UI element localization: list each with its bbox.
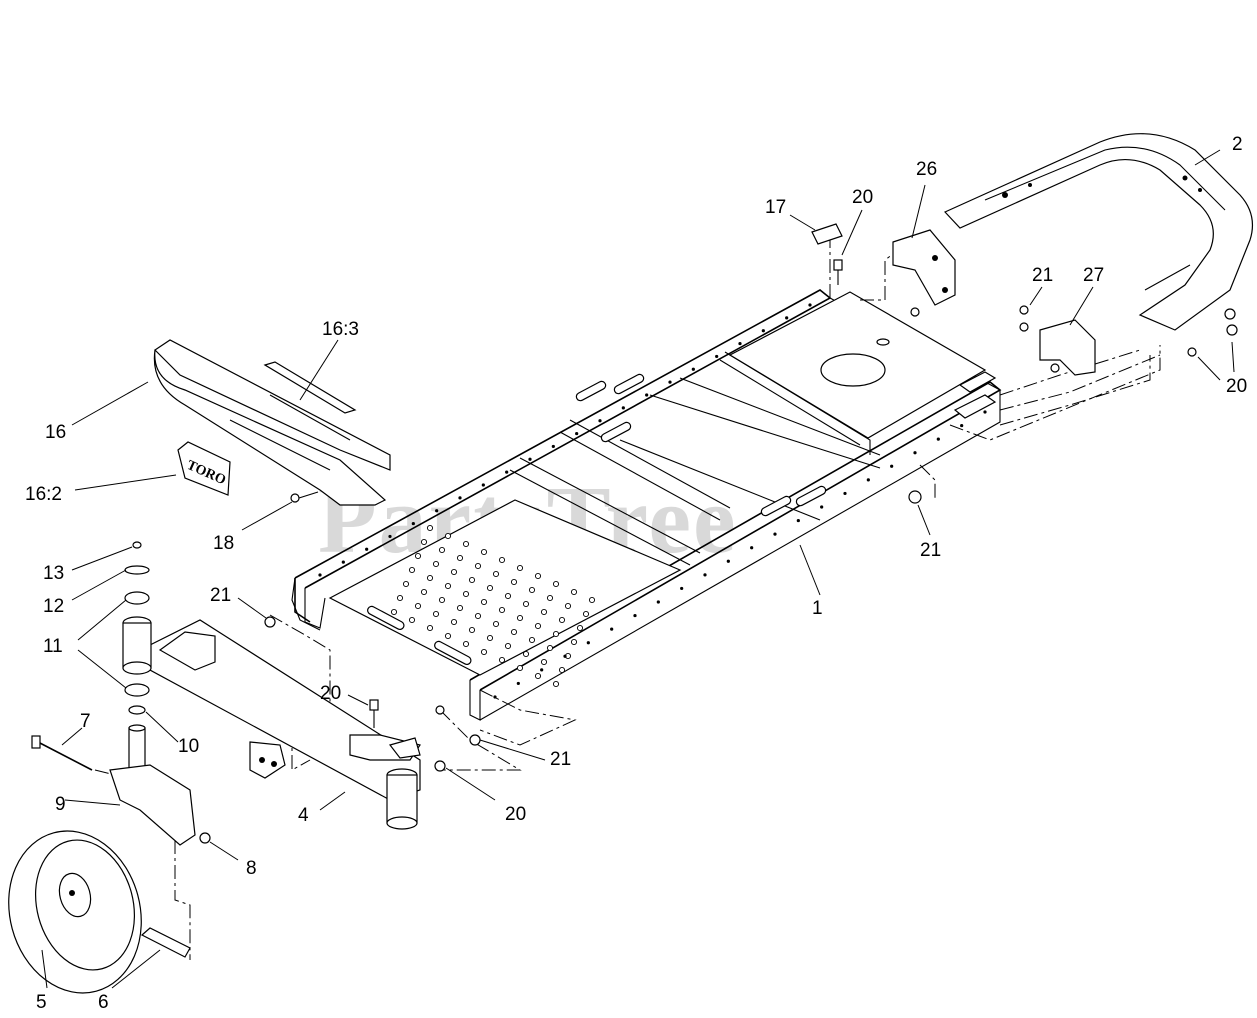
callout-2: 2 xyxy=(1232,134,1243,155)
callout-16-3: 16:3 xyxy=(322,319,359,340)
bolts-20-right xyxy=(1187,308,1238,357)
nut-21-right xyxy=(908,490,922,504)
callout-12: 12 xyxy=(43,596,64,617)
callout-11: 11 xyxy=(43,636,63,657)
bolt-20-mid xyxy=(369,699,379,728)
decal-16-3 xyxy=(263,361,357,414)
callout-8: 8 xyxy=(246,858,257,879)
callout-10: 10 xyxy=(178,736,199,757)
callout-26: 26 xyxy=(916,159,937,180)
main-frame xyxy=(291,289,1002,721)
callout-16-2: 16:2 xyxy=(25,484,62,505)
callout-1: 1 xyxy=(812,598,823,619)
bolt-18 xyxy=(290,491,319,503)
callout-20-low: 20 xyxy=(505,804,526,825)
cover-16 xyxy=(153,339,391,506)
callout-9: 9 xyxy=(55,794,66,815)
callout-18: 18 xyxy=(213,533,234,554)
callout-13: 13 xyxy=(43,563,64,584)
rear-frame-part xyxy=(943,133,1253,331)
nut-21-front xyxy=(264,616,276,628)
nut-8 xyxy=(199,832,211,844)
callout-labels: 2 17 20 26 21 27 20 16:3 16 16:2 18 21 1… xyxy=(25,134,1247,1013)
callout-20-mid: 20 xyxy=(320,683,341,704)
bracket-27 xyxy=(1019,305,1096,376)
spacer-6 xyxy=(140,927,191,958)
callout-17: 17 xyxy=(765,197,786,218)
axle-bolt-7 xyxy=(31,735,93,771)
nut-21-low xyxy=(469,734,481,746)
callout-4: 4 xyxy=(298,805,309,826)
bracket-26 xyxy=(892,229,956,317)
spindle-stack xyxy=(124,541,150,779)
front-axle-4 xyxy=(122,616,421,830)
plate-17 xyxy=(811,223,843,245)
bolt-20-low xyxy=(434,760,446,772)
callout-21-low: 21 xyxy=(550,749,571,770)
nut-21-mid xyxy=(435,705,445,715)
callout-21-right: 21 xyxy=(920,540,941,561)
caster-fork-9 xyxy=(109,764,196,846)
wheel-5 xyxy=(8,830,142,994)
callout-5: 5 xyxy=(36,992,47,1013)
callout-16: 16 xyxy=(45,422,66,443)
callout-21-front: 21 xyxy=(210,585,231,606)
callout-27: 27 xyxy=(1083,265,1104,286)
callout-21-top: 21 xyxy=(1032,265,1053,286)
bolt-20-top xyxy=(833,259,843,285)
leader-lines xyxy=(41,149,1235,989)
callout-6: 6 xyxy=(98,992,109,1013)
callout-7: 7 xyxy=(80,711,91,732)
toro-logo-plate: TORO xyxy=(177,441,231,496)
callout-20-top: 20 xyxy=(852,187,873,208)
callout-20-right: 20 xyxy=(1226,376,1247,397)
